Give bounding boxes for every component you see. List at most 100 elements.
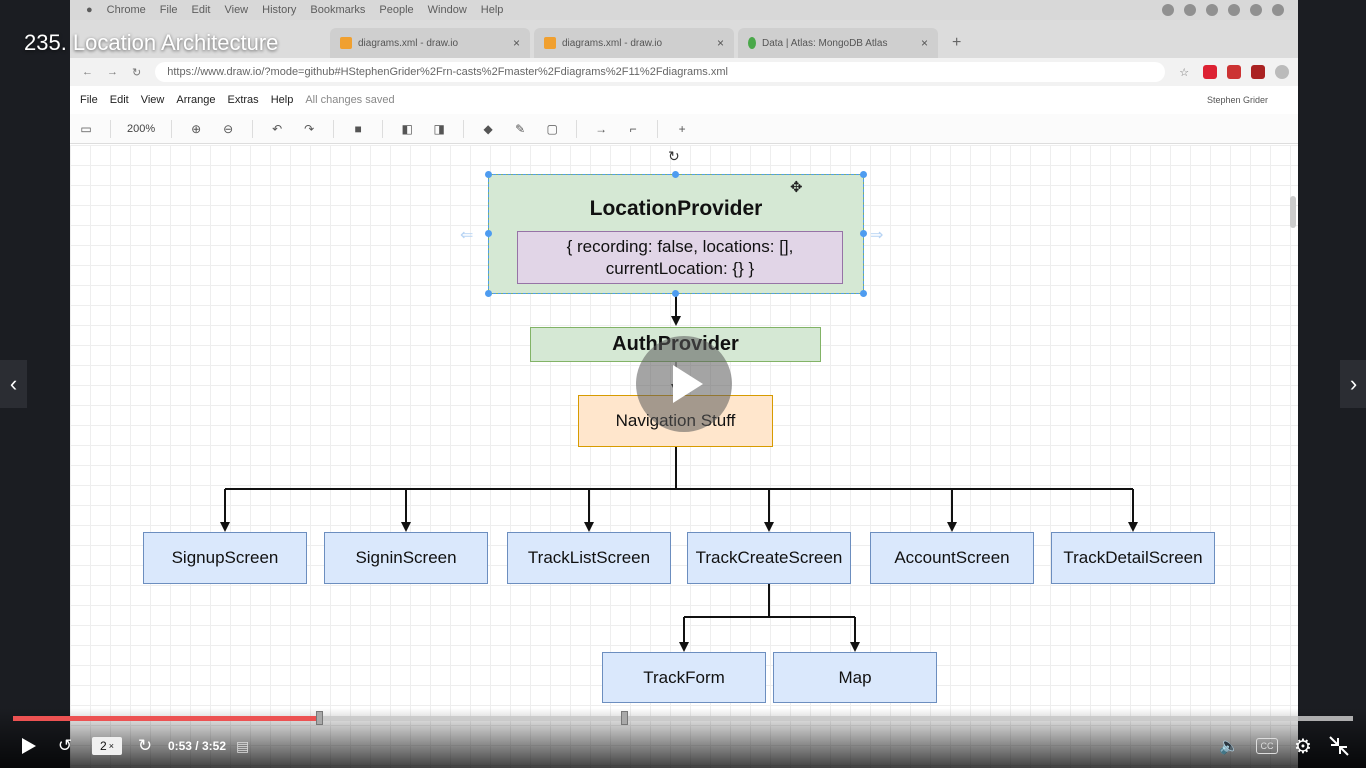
settings-button[interactable]: ⚙ — [1290, 730, 1316, 762]
extension-icon[interactable] — [1251, 65, 1266, 79]
trackform-node[interactable]: TrackForm — [602, 652, 766, 703]
mac-menu-item: Chrome — [106, 4, 146, 16]
undo-icon[interactable]: ↶ — [272, 121, 283, 136]
mongodb-favicon-icon — [748, 37, 756, 49]
map-node[interactable]: Map — [773, 652, 937, 703]
reload-icon[interactable]: ↻ — [132, 66, 142, 79]
volume-button[interactable]: 🔈 — [1216, 730, 1242, 762]
extension-icons — [1203, 65, 1290, 79]
zoom-select[interactable]: 200% — [127, 122, 156, 135]
next-lecture-button[interactable]: › — [1340, 360, 1366, 408]
captions-button[interactable]: CC — [1256, 738, 1278, 754]
speed-button[interactable]: 2 × — [92, 737, 122, 755]
zoom-out-icon[interactable]: ⊖ — [223, 121, 234, 136]
close-icon[interactable]: × — [920, 36, 928, 50]
menu-help[interactable]: Help — [270, 94, 294, 106]
location-state-line: { recording: false, locations: [], — [566, 236, 794, 256]
divider — [252, 119, 254, 138]
resize-handle[interactable] — [672, 171, 679, 178]
to-front-icon[interactable]: ◧ — [401, 121, 413, 136]
mac-menu-item: Edit — [191, 4, 211, 16]
menu-extras[interactable]: Extras — [227, 94, 259, 106]
rotate-icon[interactable]: ↻ — [668, 148, 680, 164]
forward-nav-icon[interactable]: → — [107, 66, 118, 78]
connect-arrow-left-icon[interactable]: ⇐ — [460, 227, 474, 244]
progress-handle[interactable] — [316, 711, 323, 725]
center-play-button[interactable] — [636, 336, 732, 432]
status-icon — [1228, 4, 1240, 16]
menu-view[interactable]: View — [140, 94, 165, 106]
screen-label: AccountScreen — [894, 548, 1010, 567]
chevron-left-icon: ‹ — [9, 371, 18, 396]
browser-tab[interactable]: diagrams.xml - draw.io × — [330, 28, 530, 58]
menu-file[interactable]: File — [80, 94, 98, 106]
menu-arrange[interactable]: Arrange — [176, 94, 216, 106]
bookmark-star-icon[interactable]: ☆ — [1179, 66, 1190, 79]
bookmark-marker[interactable] — [621, 711, 628, 725]
close-icon[interactable]: × — [716, 36, 724, 50]
url-field[interactable]: https://www.draw.io/?mode=github#HStephe… — [155, 62, 1166, 82]
zoom-in-icon[interactable]: ⊕ — [191, 121, 202, 136]
location-provider-label: LocationProvider — [589, 197, 763, 220]
notes-icon[interactable]: ▤ — [236, 737, 250, 754]
signup-screen-node[interactable]: SignupScreen — [143, 532, 307, 584]
move-cursor-icon: ✥ — [790, 179, 803, 196]
progress-track[interactable] — [13, 716, 1353, 721]
new-tab-icon[interactable]: + — [952, 34, 962, 51]
drawio-favicon-icon — [544, 37, 556, 49]
tracklist-screen-node[interactable]: TrackListScreen — [507, 532, 671, 584]
back-icon[interactable]: ← — [82, 66, 93, 78]
delete-icon[interactable]: ■ — [354, 121, 362, 136]
line-color-icon[interactable]: ✎ — [515, 121, 526, 136]
mac-menu-item: People — [379, 4, 414, 16]
resize-handle[interactable] — [485, 230, 492, 237]
resize-handle[interactable] — [672, 290, 679, 297]
location-state-node[interactable]: { recording: false, locations: [], curre… — [517, 231, 843, 284]
browser-tab[interactable]: diagrams.xml - draw.io × — [534, 28, 734, 58]
to-back-icon[interactable]: ◨ — [433, 121, 445, 136]
forward-icon: ↻ — [137, 736, 153, 755]
menu-edit[interactable]: Edit — [109, 94, 129, 106]
screen-label: TrackDetailScreen — [1063, 548, 1203, 567]
resize-handle[interactable] — [485, 171, 492, 178]
canvas-scrollbar[interactable] — [1290, 196, 1296, 228]
mac-menu-item: View — [224, 4, 249, 16]
redo-icon[interactable]: ↷ — [304, 121, 315, 136]
screen-label: SignupScreen — [171, 548, 279, 567]
status-icon — [1206, 4, 1218, 16]
divider — [576, 119, 578, 138]
close-icon[interactable]: × — [512, 36, 520, 50]
fill-color-icon[interactable]: ◆ — [483, 121, 493, 136]
resize-handle[interactable] — [860, 230, 867, 237]
shadow-icon[interactable]: ▢ — [546, 121, 558, 136]
trackcreate-screen-node[interactable]: TrackCreateScreen — [687, 532, 851, 584]
connection-icon[interactable]: → — [595, 121, 608, 136]
resize-handle[interactable] — [485, 290, 492, 297]
mac-menu-item: Help — [480, 4, 504, 16]
trackdetail-screen-node[interactable]: TrackDetailScreen — [1051, 532, 1215, 584]
user-name[interactable]: Stephen Grider — [1206, 95, 1268, 105]
video-frame[interactable]: ● Chrome File Edit View History Bookmark… — [70, 0, 1298, 768]
extension-icon[interactable] — [1227, 65, 1242, 79]
exit-fullscreen-button[interactable] — [1326, 730, 1352, 762]
previous-lecture-button[interactable]: ‹ — [0, 360, 27, 408]
signin-screen-node[interactable]: SigninScreen — [324, 532, 488, 584]
mac-menu-bar: ● Chrome File Edit View History Bookmark… — [70, 0, 1298, 20]
resize-handle[interactable] — [860, 290, 867, 297]
insert-icon[interactable]: + — [678, 121, 686, 136]
mac-menu-item: Bookmarks — [310, 4, 366, 16]
screen-label: SigninScreen — [355, 548, 457, 567]
play-button[interactable] — [14, 730, 42, 762]
forward-button[interactable]: ↻ — [130, 730, 160, 762]
rewind-button[interactable]: ↺ — [50, 730, 80, 762]
account-screen-node[interactable]: AccountScreen — [870, 532, 1034, 584]
waypoints-icon[interactable]: ⌐ — [629, 121, 637, 136]
format-panel-icon[interactable]: ▭ — [80, 121, 92, 136]
connect-arrow-right-icon[interactable]: ⇒ — [870, 227, 884, 244]
browser-tab[interactable]: Data | Atlas: MongoDB Atlas × — [738, 28, 938, 58]
avatar[interactable] — [1275, 65, 1290, 79]
opera-extension-icon[interactable] — [1203, 65, 1218, 79]
wifi-icon — [1250, 4, 1262, 16]
resize-handle[interactable] — [860, 171, 867, 178]
speed-value: 2 — [100, 739, 107, 753]
